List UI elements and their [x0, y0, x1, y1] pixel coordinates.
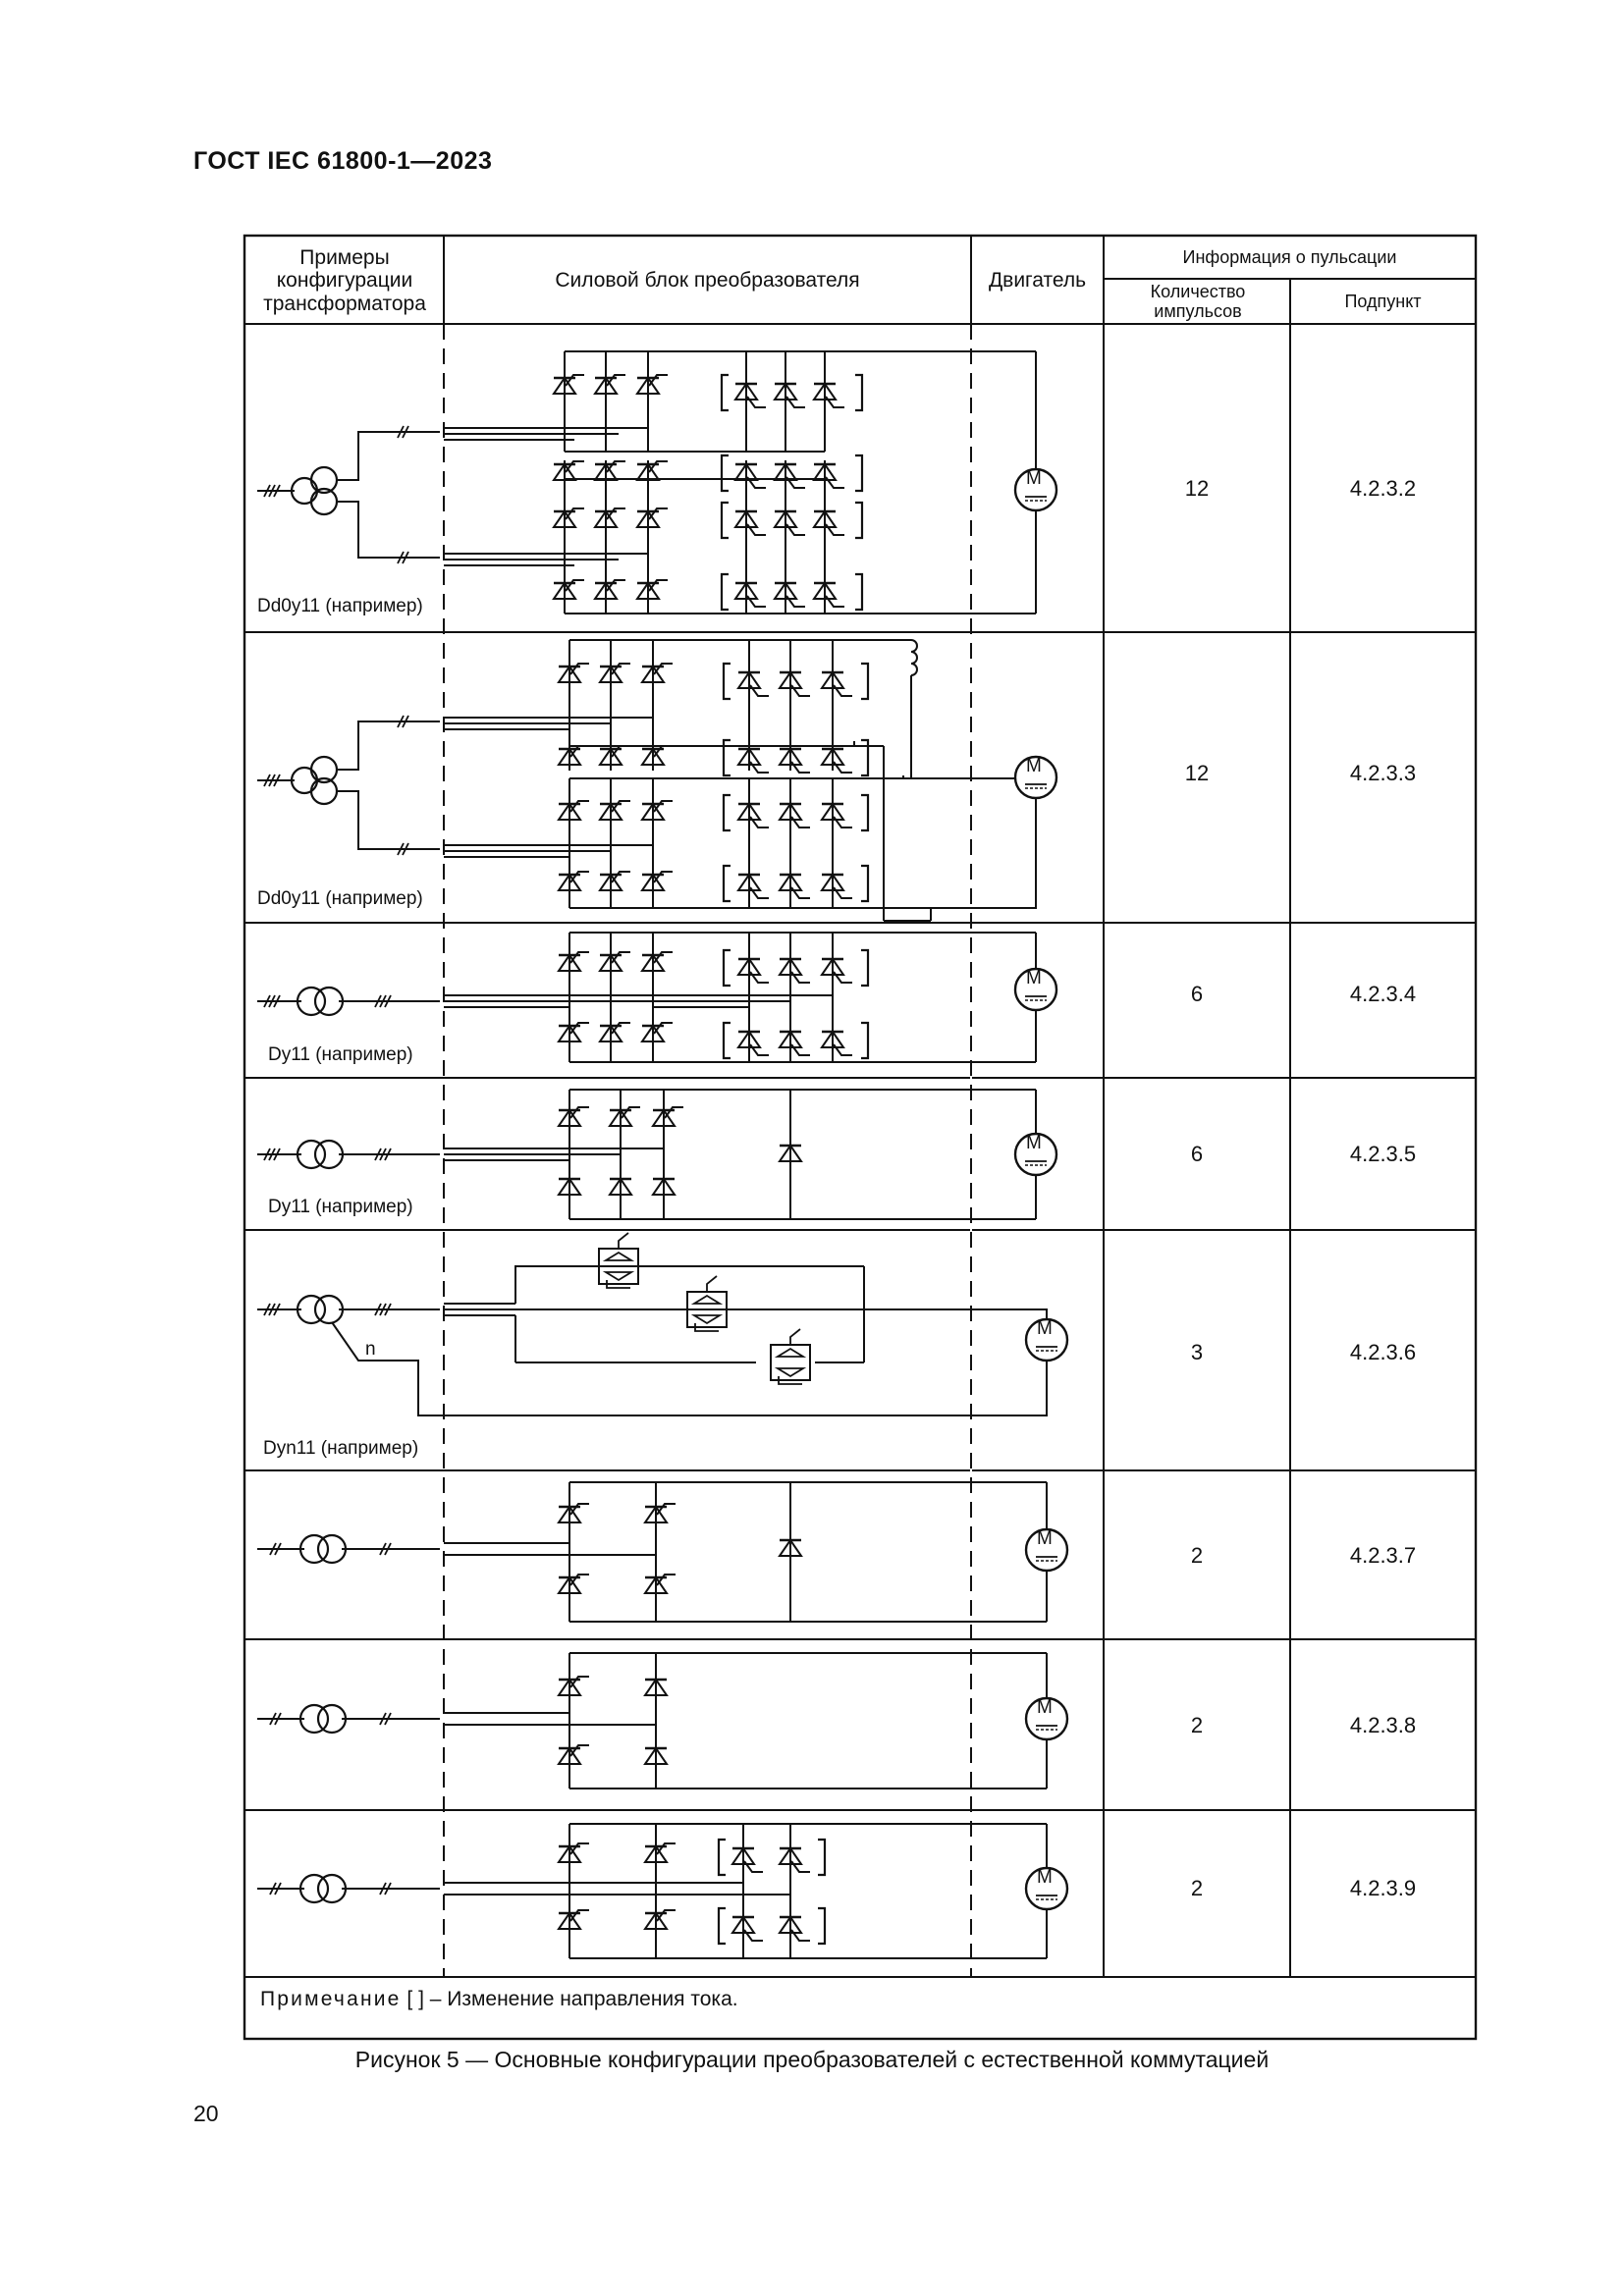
schematic-row-7 — [257, 1652, 1069, 1789]
note-lead: Примечание — [260, 1988, 402, 2010]
subclause-row-8: 4.2.3.9 — [1349, 1875, 1417, 1900]
subclause-row-5: 4.2.3.6 — [1349, 1339, 1417, 1364]
subclause-row-2: 4.2.3.3 — [1349, 760, 1417, 785]
motor-label: M — [1037, 1528, 1053, 1549]
transformer-label-row-2: Dd0y11 (например) — [257, 888, 423, 909]
schematic-row-1 — [257, 350, 1058, 614]
motor-label: M — [1037, 1697, 1053, 1718]
page-number: 20 — [193, 2101, 219, 2126]
pulse-count-row-4: 6 — [1190, 1141, 1204, 1166]
note-text: [ ] – Изменение направления тока. — [401, 1988, 738, 2010]
reverse-bridge-row-1 — [720, 373, 864, 612]
subclause-row-1: 4.2.3.2 — [1349, 475, 1417, 501]
header-power-unit: Силовой блок преобразователя — [555, 269, 860, 293]
schematic-row-8 — [257, 1823, 1069, 1959]
transformer-label-row-1: Dd0y11 (например) — [257, 596, 423, 616]
neutral-label: n — [365, 1339, 376, 1360]
figure-caption: Рисунок 5 — Основные конфигурации преобр… — [354, 2047, 1270, 2072]
subclause-row-6: 4.2.3.7 — [1349, 1542, 1417, 1568]
transformer-label-row-4: Dy11 (например) — [268, 1197, 413, 1217]
reverse-bridge-row-2 — [722, 662, 870, 903]
pulse-count-row-2: 12 — [1184, 760, 1210, 785]
schematic-row-5 — [257, 1232, 1069, 1416]
motor-label: M — [1026, 1133, 1042, 1153]
schematic-row-4 — [257, 1089, 1058, 1220]
header-subclause: Подпункт — [1344, 291, 1422, 311]
header-transformer: Примеры конфигурации трансформатора — [263, 246, 426, 315]
reverse-bridge-row-8 — [717, 1838, 827, 1946]
subclause-row-3: 4.2.3.4 — [1349, 981, 1417, 1006]
schematic-row-3 — [257, 932, 1058, 1063]
schematic-row-6 — [257, 1481, 1069, 1623]
pulse-count-row-3: 6 — [1190, 981, 1204, 1006]
motor-label: M — [1037, 1318, 1053, 1339]
schematic-row-2 — [257, 639, 1058, 922]
pulse-count-row-6: 2 — [1190, 1542, 1204, 1568]
header-pulsation-info: Информация о пульсации — [1182, 247, 1397, 268]
motor-label: M — [1026, 468, 1042, 489]
motor-label: M — [1026, 756, 1042, 776]
motor-label: M — [1026, 968, 1042, 988]
table-grid — [243, 234, 1478, 2041]
header-motor: Двигатель — [988, 269, 1087, 293]
subclause-row-4: 4.2.3.5 — [1349, 1141, 1417, 1166]
motor-label: M — [1037, 1867, 1053, 1888]
subclause-row-7: 4.2.3.8 — [1349, 1712, 1417, 1737]
pulse-count-row-7: 2 — [1190, 1712, 1204, 1737]
pulse-count-row-1: 12 — [1184, 475, 1210, 501]
reverse-bridge-row-3 — [722, 948, 870, 1060]
transformer-label-row-5: Dyn11 (например) — [263, 1438, 419, 1459]
document-header: ГОСТ IEC 61800-1—2023 — [193, 147, 493, 175]
transformer-label-row-3: Dy11 (например) — [268, 1044, 413, 1065]
pulse-count-row-5: 3 — [1190, 1339, 1204, 1364]
table-note: Примечание [ ] – Изменение направления т… — [260, 1988, 738, 2011]
pulse-count-row-8: 2 — [1190, 1875, 1204, 1900]
header-pulse-count: Количество импульсов — [1150, 281, 1246, 321]
